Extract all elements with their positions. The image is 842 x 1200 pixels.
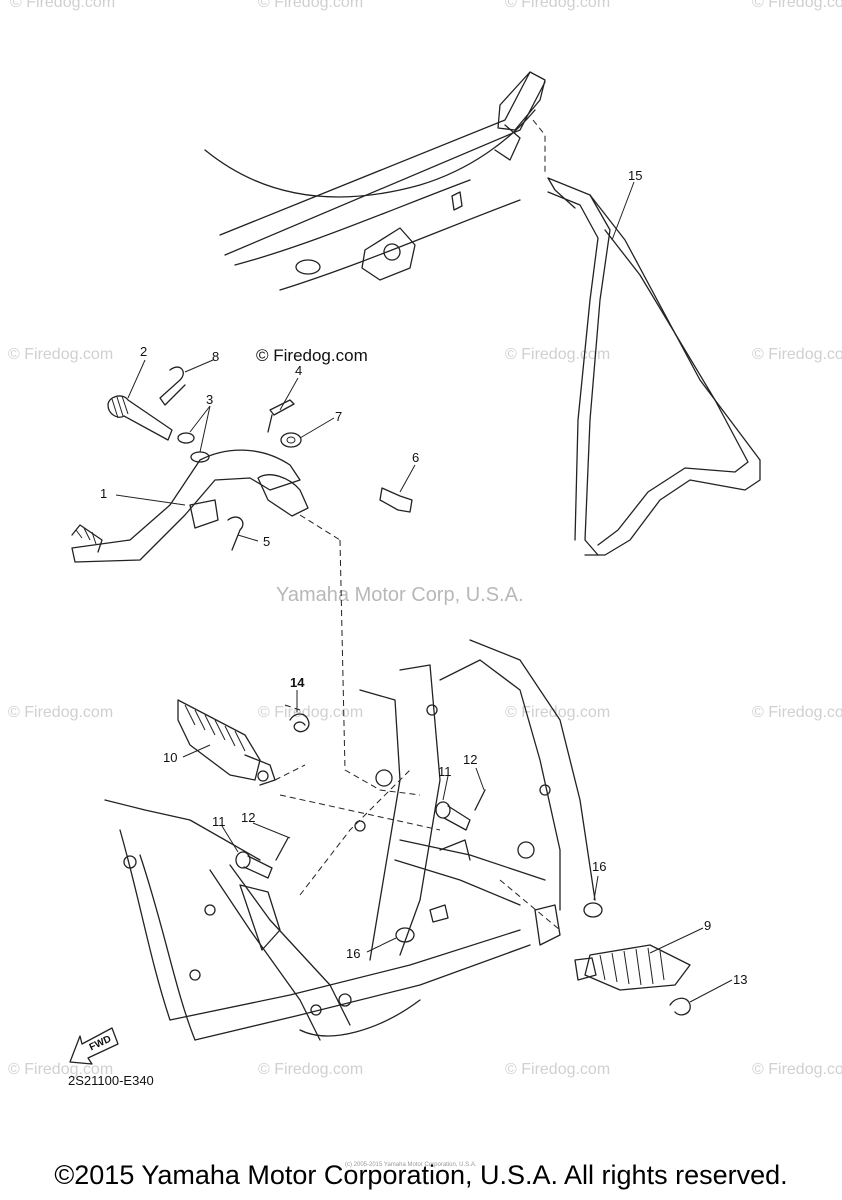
callout-5: 5 bbox=[263, 534, 271, 549]
leader-lines bbox=[115, 181, 733, 1003]
callout-13: 13 bbox=[733, 972, 748, 987]
copyright-footer: ©2015 Yamaha Motor Corporation, U.S.A. A… bbox=[54, 1160, 788, 1190]
watermark-firedog: © Firedog.com bbox=[752, 346, 842, 363]
callout-3: 3 bbox=[206, 392, 214, 407]
watermark-firedog: © Firedog.com bbox=[752, 704, 842, 721]
callout-8: 8 bbox=[212, 349, 220, 364]
callout-2: 2 bbox=[140, 344, 148, 359]
watermark-firedog: © Firedog.com bbox=[258, 0, 364, 11]
watermark-firedog: © Firedog.com bbox=[505, 0, 611, 11]
watermark-firedog-center: © Firedog.com bbox=[256, 346, 368, 365]
diagram-code: 2S21100-E340 bbox=[68, 1073, 154, 1088]
watermark-yamaha: Yamaha Motor Corp, U.S.A. bbox=[276, 584, 524, 606]
watermark-firedog: © Firedog.com bbox=[752, 0, 842, 11]
callout-16-left: 16 bbox=[346, 946, 361, 961]
footrest-part-9 bbox=[395, 902, 691, 1016]
bolts-and-pins bbox=[235, 789, 486, 879]
rear-stand-part-15 bbox=[532, 119, 761, 556]
footrest-part-10 bbox=[177, 699, 310, 786]
main-frame bbox=[104, 639, 596, 1041]
rear-fender-frame bbox=[204, 71, 546, 291]
watermark-firedog: © Firedog.com bbox=[258, 704, 364, 721]
callout-4: 4 bbox=[295, 363, 303, 378]
watermark-firedog: © Firedog.com bbox=[258, 1061, 364, 1078]
brake-pedal-assembly bbox=[71, 366, 421, 796]
watermark-firedog: © Firedog.com bbox=[505, 1061, 611, 1078]
watermark-firedog: © Firedog.com bbox=[8, 1061, 114, 1078]
callout-9: 9 bbox=[704, 918, 712, 933]
watermark-firedog: © Firedog.com bbox=[505, 704, 611, 721]
callout-12-right: 12 bbox=[463, 752, 478, 767]
watermark-firedog: © Firedog.com bbox=[8, 704, 114, 721]
callout-16-right: 16 bbox=[592, 859, 607, 874]
callout-6: 6 bbox=[412, 450, 420, 465]
fwd-arrow-icon bbox=[69, 1027, 119, 1065]
watermark-firedog: © Firedog.com bbox=[8, 346, 114, 363]
callout-11-right: 11 bbox=[438, 764, 452, 779]
fine-print: (c) 2005-2015 Yamaha Motor Corporation, … bbox=[345, 1162, 477, 1168]
callout-1: 1 bbox=[100, 486, 108, 501]
callout-15: 15 bbox=[628, 168, 643, 183]
callout-14: 14 bbox=[290, 675, 305, 690]
callout-10: 10 bbox=[163, 750, 178, 765]
callout-7: 7 bbox=[335, 409, 343, 424]
callout-11-left: 11 bbox=[212, 814, 226, 829]
callout-12-left: 12 bbox=[241, 810, 256, 825]
watermark-firedog: © Firedog.com bbox=[10, 0, 116, 11]
watermark-firedog: © Firedog.com bbox=[752, 1061, 842, 1078]
